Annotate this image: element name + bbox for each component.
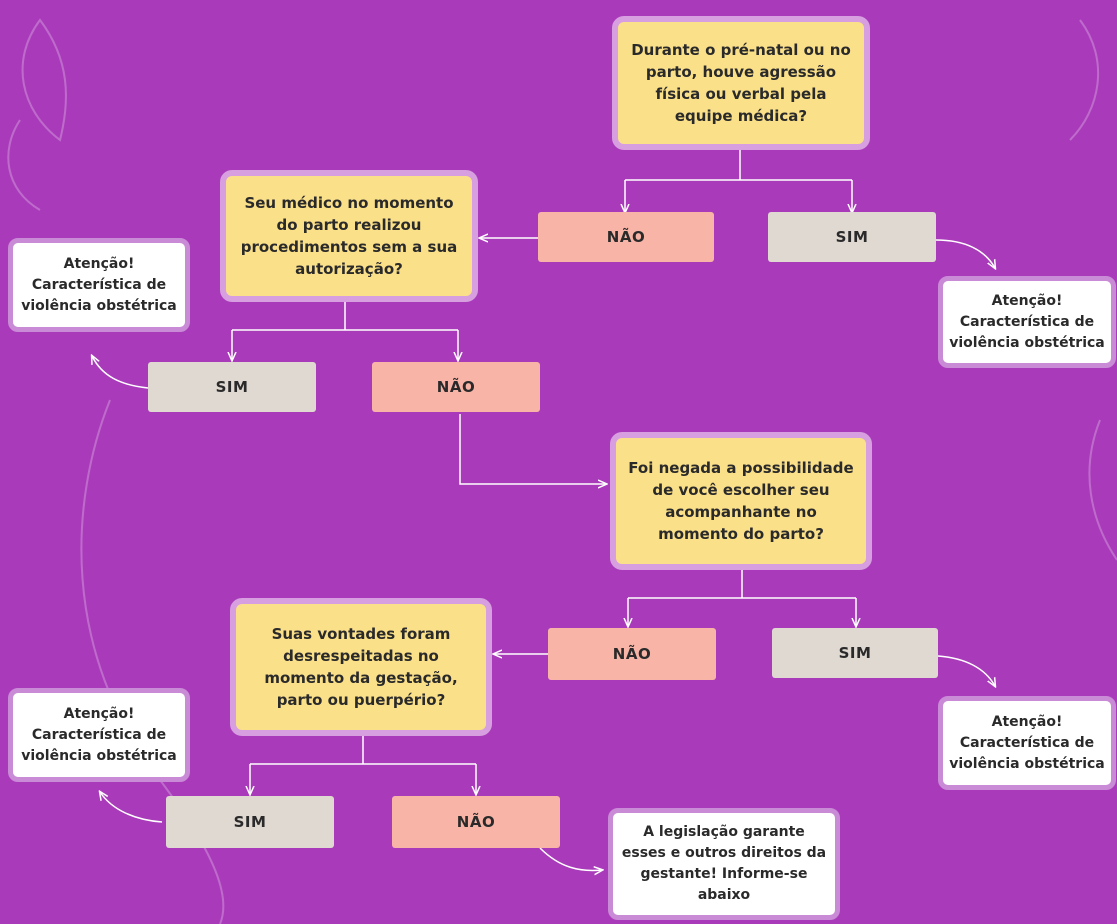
alert-1-box: Atenção! Característica de violência obs… bbox=[938, 276, 1116, 368]
final-info-box: A legislação garante esses e outros dire… bbox=[608, 808, 840, 920]
question-3-box: Foi negada a possibilidade de você escol… bbox=[610, 432, 872, 570]
alert-4-box: Atenção! Característica de violência obs… bbox=[8, 688, 190, 782]
question-1-box: Durante o pré-natal ou no parto, houve a… bbox=[612, 16, 870, 150]
question-3-no-label: NÃO bbox=[612, 645, 652, 663]
alert-4-text: Atenção! Característica de violência obs… bbox=[21, 705, 177, 764]
question-4-yes-option: SIM bbox=[166, 796, 334, 848]
connector-q1 bbox=[480, 148, 995, 268]
question-3-yes-label: SIM bbox=[838, 644, 872, 662]
alert-3-text: Atenção! Característica de violência obs… bbox=[949, 713, 1105, 772]
question-1-yes-label: SIM bbox=[835, 228, 869, 246]
alert-2-box: Atenção! Característica de violência obs… bbox=[8, 238, 190, 332]
connector-q4 bbox=[100, 734, 602, 870]
question-4-text: Suas vontades foram desrespeitadas no mo… bbox=[264, 625, 458, 709]
question-3-yes-option: SIM bbox=[772, 628, 938, 678]
question-1-text: Durante o pré-natal ou no parto, houve a… bbox=[631, 41, 851, 125]
question-2-yes-label: SIM bbox=[215, 378, 249, 396]
connector-q3 bbox=[494, 568, 995, 686]
question-4-box: Suas vontades foram desrespeitadas no mo… bbox=[230, 598, 492, 736]
question-1-yes-option: SIM bbox=[768, 212, 936, 262]
alert-2-text: Atenção! Característica de violência obs… bbox=[21, 255, 177, 314]
question-4-yes-label: SIM bbox=[233, 813, 267, 831]
question-2-no-label: NÃO bbox=[436, 378, 476, 396]
question-4-no-label: NÃO bbox=[456, 813, 496, 831]
question-2-text: Seu médico no momento do parto realizou … bbox=[240, 194, 458, 278]
question-3-no-option: NÃO bbox=[548, 628, 716, 680]
connector-q2 bbox=[92, 300, 606, 484]
question-1-no-option: NÃO bbox=[538, 212, 714, 262]
final-info-text: A legislação garante esses e outros dire… bbox=[621, 824, 827, 903]
question-2-yes-option: SIM bbox=[148, 362, 316, 412]
alert-3-box: Atenção! Característica de violência obs… bbox=[938, 696, 1116, 790]
question-2-no-option: NÃO bbox=[372, 362, 540, 412]
question-3-text: Foi negada a possibilidade de você escol… bbox=[628, 459, 854, 543]
question-4-no-option: NÃO bbox=[392, 796, 560, 848]
alert-1-text: Atenção! Característica de violência obs… bbox=[949, 292, 1105, 351]
question-2-box: Seu médico no momento do parto realizou … bbox=[220, 170, 478, 302]
question-1-no-label: NÃO bbox=[606, 228, 646, 246]
